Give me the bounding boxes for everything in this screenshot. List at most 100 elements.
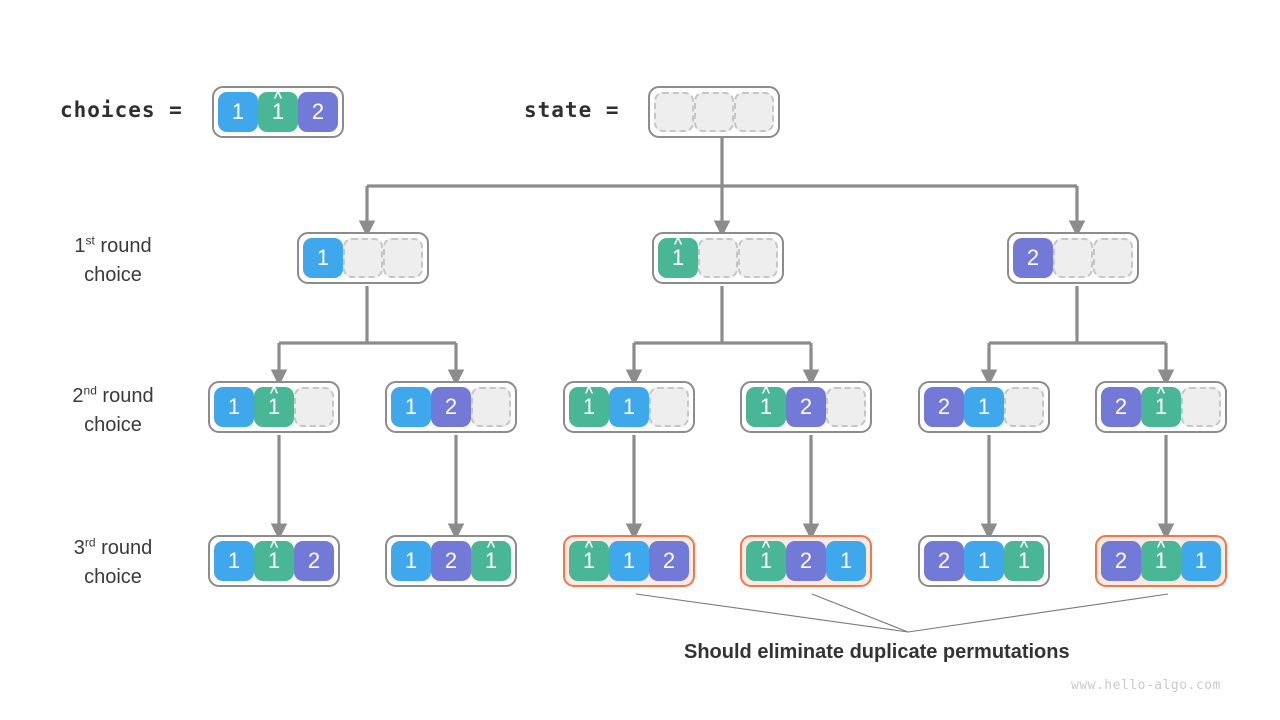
choices-label: choices = — [60, 98, 183, 122]
cell-empty — [1093, 238, 1133, 278]
cell-empty — [383, 238, 423, 278]
cell-value-2: 2 — [924, 387, 964, 427]
cell-digit: 1 — [977, 394, 991, 419]
cell-value-one-hat: ^1 — [1004, 539, 1044, 581]
cell-digit: 1 — [977, 548, 991, 573]
hat-number: ^1 — [271, 90, 285, 124]
cell-digit: 1 — [1154, 548, 1168, 573]
cell-value-1: 1 — [214, 387, 254, 427]
cell-digit: 2 — [307, 548, 321, 573]
cell-value-one-hat: ^1 — [1141, 538, 1181, 581]
cell-value-one-hat: ^1 — [254, 384, 294, 427]
cell-empty — [734, 92, 774, 132]
cell-empty — [826, 387, 866, 427]
round-1-line2: choice — [84, 264, 142, 286]
cell-value-2: 2 — [924, 541, 964, 581]
cell-digit: 1 — [671, 245, 685, 270]
cell-value-2: 2 — [649, 541, 689, 581]
cell-digit: 1 — [316, 245, 330, 270]
caret-icon: ^ — [761, 538, 771, 555]
round-3-line2: choice — [84, 566, 142, 588]
cell-digit: 1 — [267, 394, 281, 419]
tree-node-n9: 2 ^1 — [1095, 381, 1227, 433]
leader-from-n13 — [811, 593, 909, 633]
hat-number: ^1 — [582, 385, 596, 419]
cell-empty — [694, 92, 734, 132]
cell-digit: 1 — [227, 394, 241, 419]
hat-number: ^1 — [1155, 385, 1167, 418]
cell-digit: 2 — [937, 548, 951, 573]
cell-digit: 2 — [1114, 394, 1128, 419]
hat-number: ^1 — [267, 539, 281, 573]
caption-leader-lines — [635, 593, 1169, 633]
hat-number: ^1 — [759, 539, 773, 573]
cell-digit: 1 — [1017, 548, 1031, 573]
caret-icon: ^ — [1019, 538, 1029, 555]
caret-icon: ^ — [269, 384, 279, 401]
cell-value-one-hat: ^1 — [569, 539, 609, 581]
tree-node-n2: ^1 — [652, 232, 784, 284]
cell-value-1: 1 — [1181, 541, 1221, 581]
cell-digit: 2 — [1114, 548, 1128, 573]
cell-value-one-hat: ^1 — [746, 539, 786, 581]
cell-digit: 2 — [662, 548, 676, 573]
tree-node-n4: 1^1 — [208, 381, 340, 433]
round-2-line2: choice — [84, 414, 142, 436]
hat-number: ^1 — [1017, 539, 1031, 573]
cell-digit: 1 — [1194, 548, 1208, 573]
caret-icon: ^ — [584, 384, 594, 401]
cell-value-1: 1 — [826, 541, 866, 581]
cell-digit: 1 — [267, 548, 281, 573]
choices-array: 1^1 2 — [212, 86, 344, 138]
cell-digit: 1 — [404, 394, 418, 419]
cell-empty — [294, 387, 334, 427]
cell-value-2: 2 — [1013, 238, 1053, 278]
cell-value-1: 1 — [391, 387, 431, 427]
cell-digit: 1 — [622, 548, 636, 573]
cell-value-1: 1 — [609, 541, 649, 581]
cell-value-one-hat: ^1 — [1141, 385, 1181, 427]
tree-node-n1: 1 — [297, 232, 429, 284]
cell-value-1: 1 — [609, 387, 649, 427]
cell-value-1: 1 — [214, 541, 254, 581]
cell-digit: 2 — [1026, 245, 1040, 270]
cell-digit: 2 — [311, 99, 325, 124]
cell-value-2: 2 — [1101, 387, 1141, 427]
cell-value-2: 2 — [431, 387, 471, 427]
caption-text: Should eliminate duplicate permutations — [684, 641, 1070, 663]
cell-value-2: 2 — [786, 541, 826, 581]
cell-value-one-hat: ^1 — [254, 539, 294, 581]
cell-digit: 1 — [271, 99, 285, 124]
hat-number: ^1 — [759, 385, 773, 419]
cell-value-1: 1 — [964, 541, 1004, 581]
cell-value-1: 1 — [391, 541, 431, 581]
cell-digit: 1 — [227, 548, 241, 573]
cell-digit: 2 — [799, 394, 813, 419]
cell-empty — [649, 387, 689, 427]
cell-digit: 1 — [759, 548, 773, 573]
cell-digit: 1 — [582, 394, 596, 419]
cell-value-2: 2 — [431, 541, 471, 581]
cell-digit: 1 — [582, 548, 596, 573]
round-2-label: 2nd round choice — [28, 382, 198, 440]
cell-value-2: 2 — [294, 541, 334, 581]
hat-number: ^1 — [671, 236, 685, 270]
tree-node-n7: ^1 2 — [740, 381, 872, 433]
cell-empty — [698, 238, 738, 278]
round-1-line1: 1st round — [74, 233, 152, 257]
cell-digit: 2 — [444, 548, 458, 573]
caret-icon: ^ — [1156, 538, 1166, 555]
state-array — [648, 86, 780, 138]
caret-icon: ^ — [761, 384, 771, 401]
state-label: state = — [524, 98, 620, 122]
cell-value-one-hat: ^1 — [258, 90, 298, 132]
cell-digit: 1 — [759, 394, 773, 419]
